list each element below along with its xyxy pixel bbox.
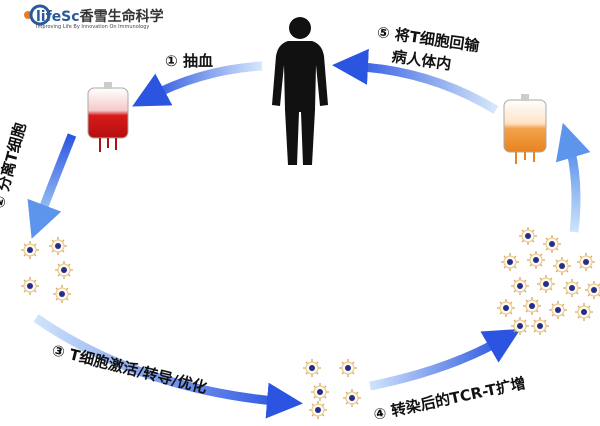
arrow-activate [33, 314, 303, 419]
tcell-bag-icon [503, 94, 547, 164]
arrow-expand [369, 328, 521, 391]
blood-bag-icon [87, 82, 129, 152]
logo: lifeSc香雪生命科学 Improving Life By Innovatio… [36, 6, 164, 30]
logo-tagline: Improving Life By Innovation On Immunolo… [36, 24, 150, 30]
arrow-isolate [27, 133, 77, 239]
patient-silhouette-icon [272, 17, 328, 165]
arrow-reinfuse [332, 48, 499, 114]
arrow-expand-up [555, 122, 591, 233]
step-1-label: ① 抽血 [165, 52, 213, 70]
logo-name: 香雪生命科学 [79, 9, 164, 25]
isolated-tcells [20, 236, 74, 304]
activated-tcells [302, 358, 362, 420]
arrow-draw-blood [132, 61, 263, 107]
logo-mark-icon [24, 4, 51, 26]
logo-brand: lifeSc [36, 9, 80, 25]
expanded-tcells [496, 226, 600, 336]
